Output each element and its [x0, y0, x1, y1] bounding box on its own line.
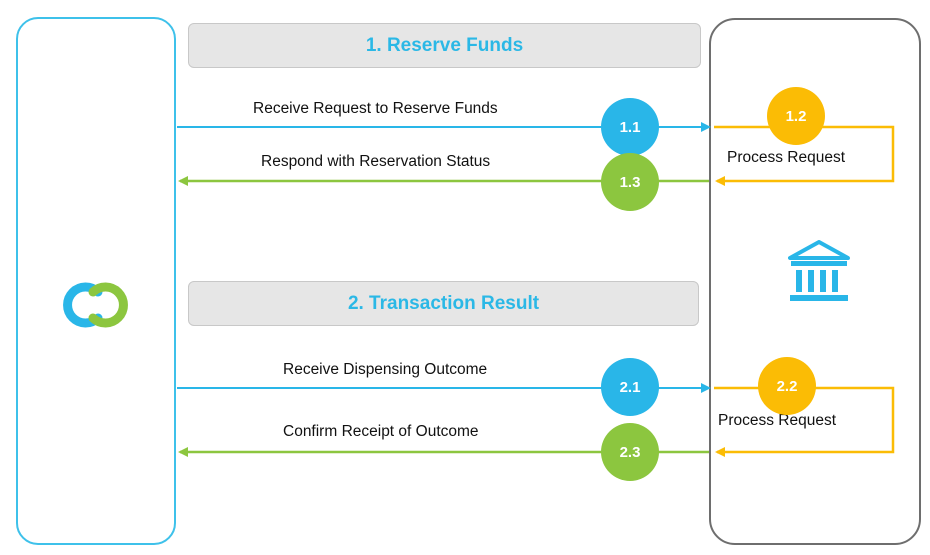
request-label-2: Receive Dispensing Outcome — [283, 361, 488, 378]
step-badge-1-3: 1.3 — [601, 153, 659, 211]
response-label-1: Respond with Reservation Status — [261, 153, 491, 170]
linked-rings-logo-icon — [63, 282, 128, 328]
bank-icon — [788, 240, 850, 301]
process-label-2: Process Request — [718, 412, 837, 429]
section-title-reserve-funds: 1. Reserve Funds — [188, 23, 701, 68]
step-badge-2-2: 2.2 — [758, 357, 816, 415]
process-label-1: Process Request — [727, 149, 846, 166]
section-title-transaction-result: 2. Transaction Result — [188, 281, 699, 326]
step-badge-1-1: 1.1 — [601, 98, 659, 156]
step-badge-2-1: 2.1 — [601, 358, 659, 416]
step-badge-2-3: 2.3 — [601, 423, 659, 481]
response-label-2: Confirm Receipt of Outcome — [283, 423, 479, 440]
step-badge-1-2: 1.2 — [767, 87, 825, 145]
request-label-1: Receive Request to Reserve Funds — [253, 100, 498, 117]
right-participant-box — [709, 18, 921, 545]
left-participant-box — [16, 17, 176, 545]
